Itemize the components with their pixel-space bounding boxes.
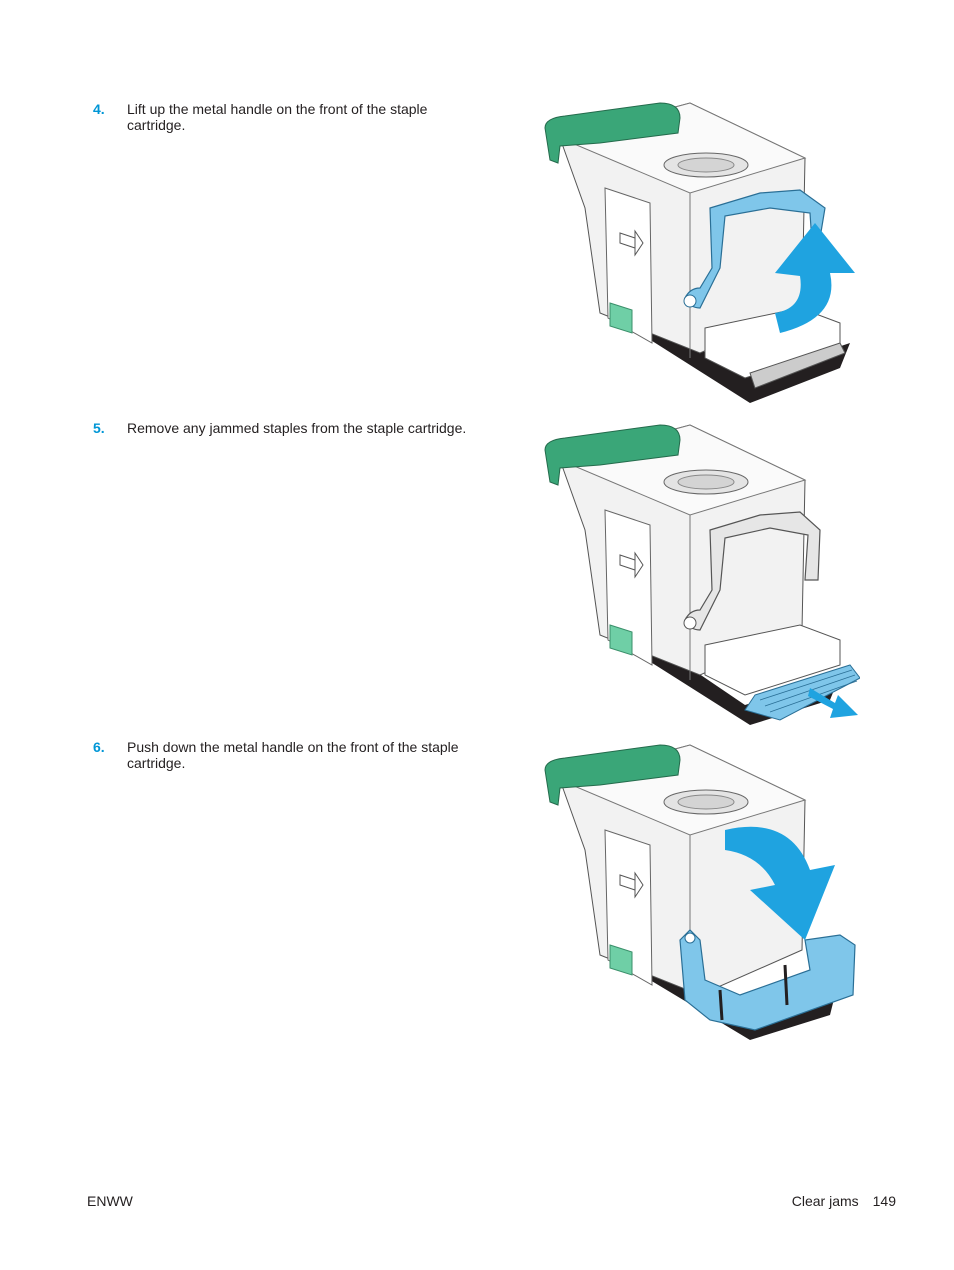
figure-handle-pushed-down: [540, 740, 860, 1050]
step-text: Push down the metal handle on the front …: [127, 739, 459, 771]
footer-right: Clear jams 149: [792, 1193, 896, 1209]
footer-section-title: Clear jams: [791, 1193, 859, 1209]
step-number: 5.: [93, 420, 105, 436]
figure-handle-lifted: [540, 98, 860, 408]
footer-left: ENWW: [87, 1193, 133, 1209]
step-6: 6. Push down the metal handle on the fro…: [93, 739, 473, 771]
step-4: 4. Lift up the metal handle on the front…: [93, 101, 473, 133]
step-text: Lift up the metal handle on the front of…: [127, 101, 428, 133]
figure-staples-removed: [540, 420, 860, 730]
page-number: 149: [872, 1193, 896, 1209]
step-text: Remove any jammed staples from the stapl…: [127, 420, 467, 436]
step-5: 5. Remove any jammed staples from the st…: [93, 420, 473, 436]
step-number: 4.: [93, 101, 105, 117]
step-number: 6.: [93, 739, 105, 755]
